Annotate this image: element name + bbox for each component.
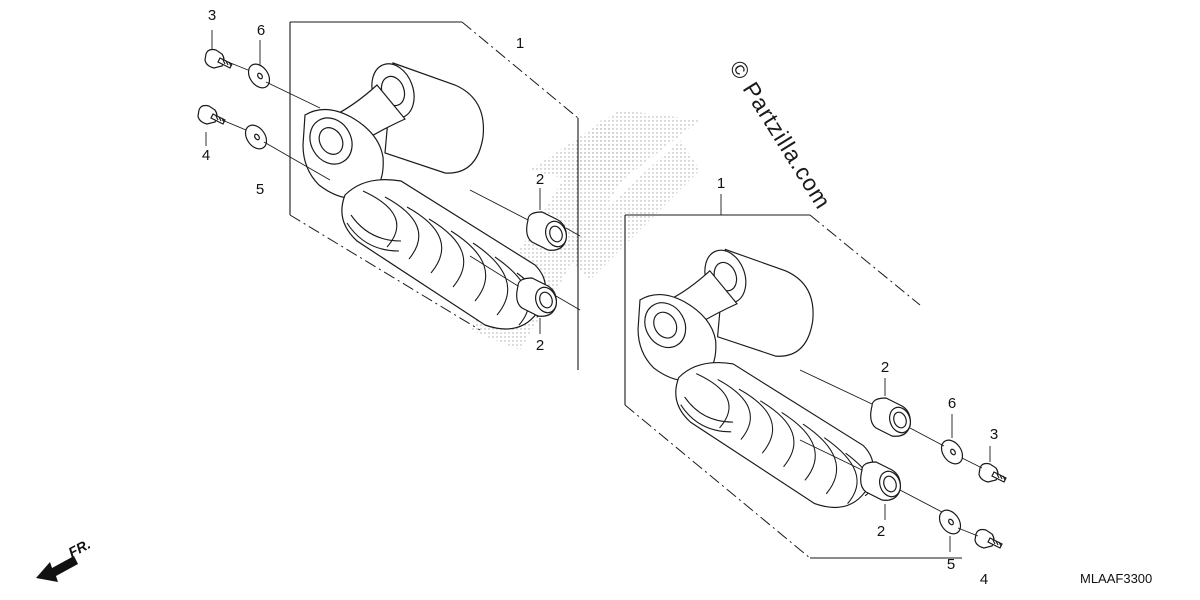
left-leader-lines (205, 30, 581, 334)
callout-right-bolt-upper: 3 (989, 426, 999, 443)
right-bolt-lower (974, 528, 1003, 549)
callout-left-bush-upper: 2 (535, 171, 545, 188)
left-shock-absorber (301, 57, 547, 330)
left-assembly-box (289, 21, 579, 370)
callout-right-washer-upper: 6 (947, 395, 957, 412)
callout-left-washer-upper: 6 (256, 22, 266, 39)
front-direction-arrow-icon (36, 556, 78, 582)
callout-right-assembly: 1 (716, 175, 726, 192)
callout-right-bolt-lower: 4 (979, 571, 989, 588)
left-washer-upper (243, 59, 275, 93)
right-assembly-box (624, 214, 962, 559)
right-bolt-upper (978, 462, 1007, 483)
right-shock-absorber (636, 243, 874, 509)
right-bush-upper (870, 397, 915, 437)
callout-right-washer-lower: 5 (946, 556, 956, 573)
callout-left-bolt-upper: 3 (207, 7, 217, 24)
left-bolt-upper (204, 48, 233, 69)
callout-left-bolt-lower: 4 (201, 147, 211, 164)
diagram-code: MLAAF3300 (1080, 571, 1153, 586)
left-bolt-lower (197, 104, 226, 125)
left-washer-lower (240, 120, 272, 154)
callout-left-bush-lower: 2 (535, 337, 545, 354)
right-washer-upper (936, 435, 968, 469)
callout-right-bush-upper: 2 (880, 359, 890, 376)
callout-right-bush-lower: 2 (876, 523, 886, 540)
callout-left-washer-lower: 5 (255, 181, 265, 198)
callout-left-assembly: 1 (515, 35, 525, 52)
right-leader-lines (720, 194, 991, 552)
